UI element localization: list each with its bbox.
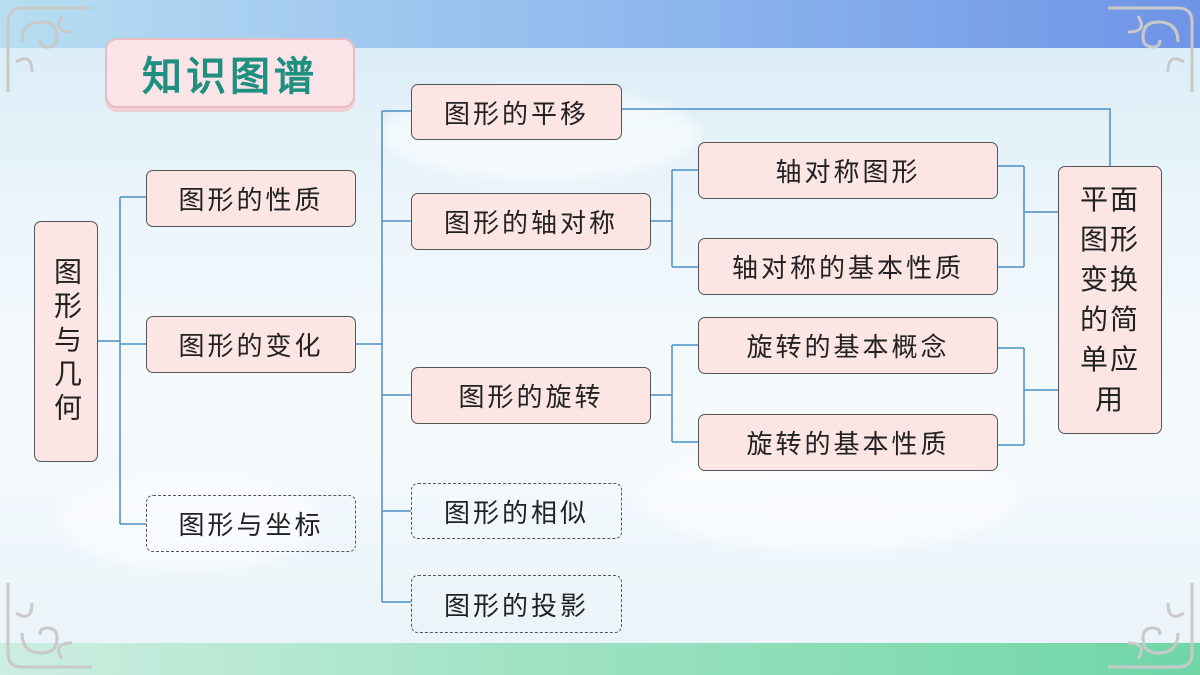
node-label: 图形的相似 xyxy=(443,498,589,529)
node-label: 图形的旋转 xyxy=(458,383,604,413)
node-application: 平面图形变换的简单应用 xyxy=(1058,166,1162,434)
node-similarity: 图形的相似 xyxy=(411,483,622,539)
node-label: 图形的轴对称 xyxy=(443,209,618,239)
corner-ornament-icon xyxy=(1102,2,1198,98)
page-title: 知识图谱 xyxy=(142,54,318,100)
node-properties: 图形的性质 xyxy=(146,170,356,227)
corner-ornament-icon xyxy=(2,2,98,98)
node-label: 旋转的基本性质 xyxy=(746,430,950,460)
node-projection: 图形的投影 xyxy=(411,575,622,633)
node-axial-symmetry: 图形的轴对称 xyxy=(411,193,651,250)
node-coordinates: 图形与坐标 xyxy=(146,495,356,552)
node-label: 旋转的基本概念 xyxy=(746,333,950,363)
node-label: 图形的投影 xyxy=(443,591,589,622)
node-label: 图形的性质 xyxy=(178,186,324,216)
connector-line xyxy=(622,108,1111,166)
node-change: 图形的变化 xyxy=(146,316,356,373)
bottom-banner xyxy=(0,643,1200,675)
node-label: 图形的平移 xyxy=(443,99,589,130)
node-label: 图形与坐标 xyxy=(178,511,324,541)
node-label: 图形与几何 xyxy=(50,256,83,427)
corner-ornament-icon xyxy=(2,577,98,673)
node-axisymmetric-figure: 轴对称图形 xyxy=(698,142,998,199)
title-badge: 知识图谱 xyxy=(105,38,355,108)
node-translation: 图形的平移 xyxy=(411,84,622,140)
node-axial-symmetry-properties: 轴对称的基本性质 xyxy=(698,238,998,295)
node-label: 图形的变化 xyxy=(178,332,324,362)
node-label: 轴对称的基本性质 xyxy=(731,254,964,284)
node-label: 平面图形变换的简单应用 xyxy=(1079,183,1140,416)
node-rotation: 图形的旋转 xyxy=(411,367,651,424)
node-rotation-properties: 旋转的基本性质 xyxy=(698,414,998,471)
node-rotation-concept: 旋转的基本概念 xyxy=(698,317,998,374)
cloud-decoration xyxy=(60,470,320,570)
node-label: 轴对称图形 xyxy=(775,158,921,188)
corner-ornament-icon xyxy=(1102,577,1198,673)
node-root: 图形与几何 xyxy=(34,221,98,462)
